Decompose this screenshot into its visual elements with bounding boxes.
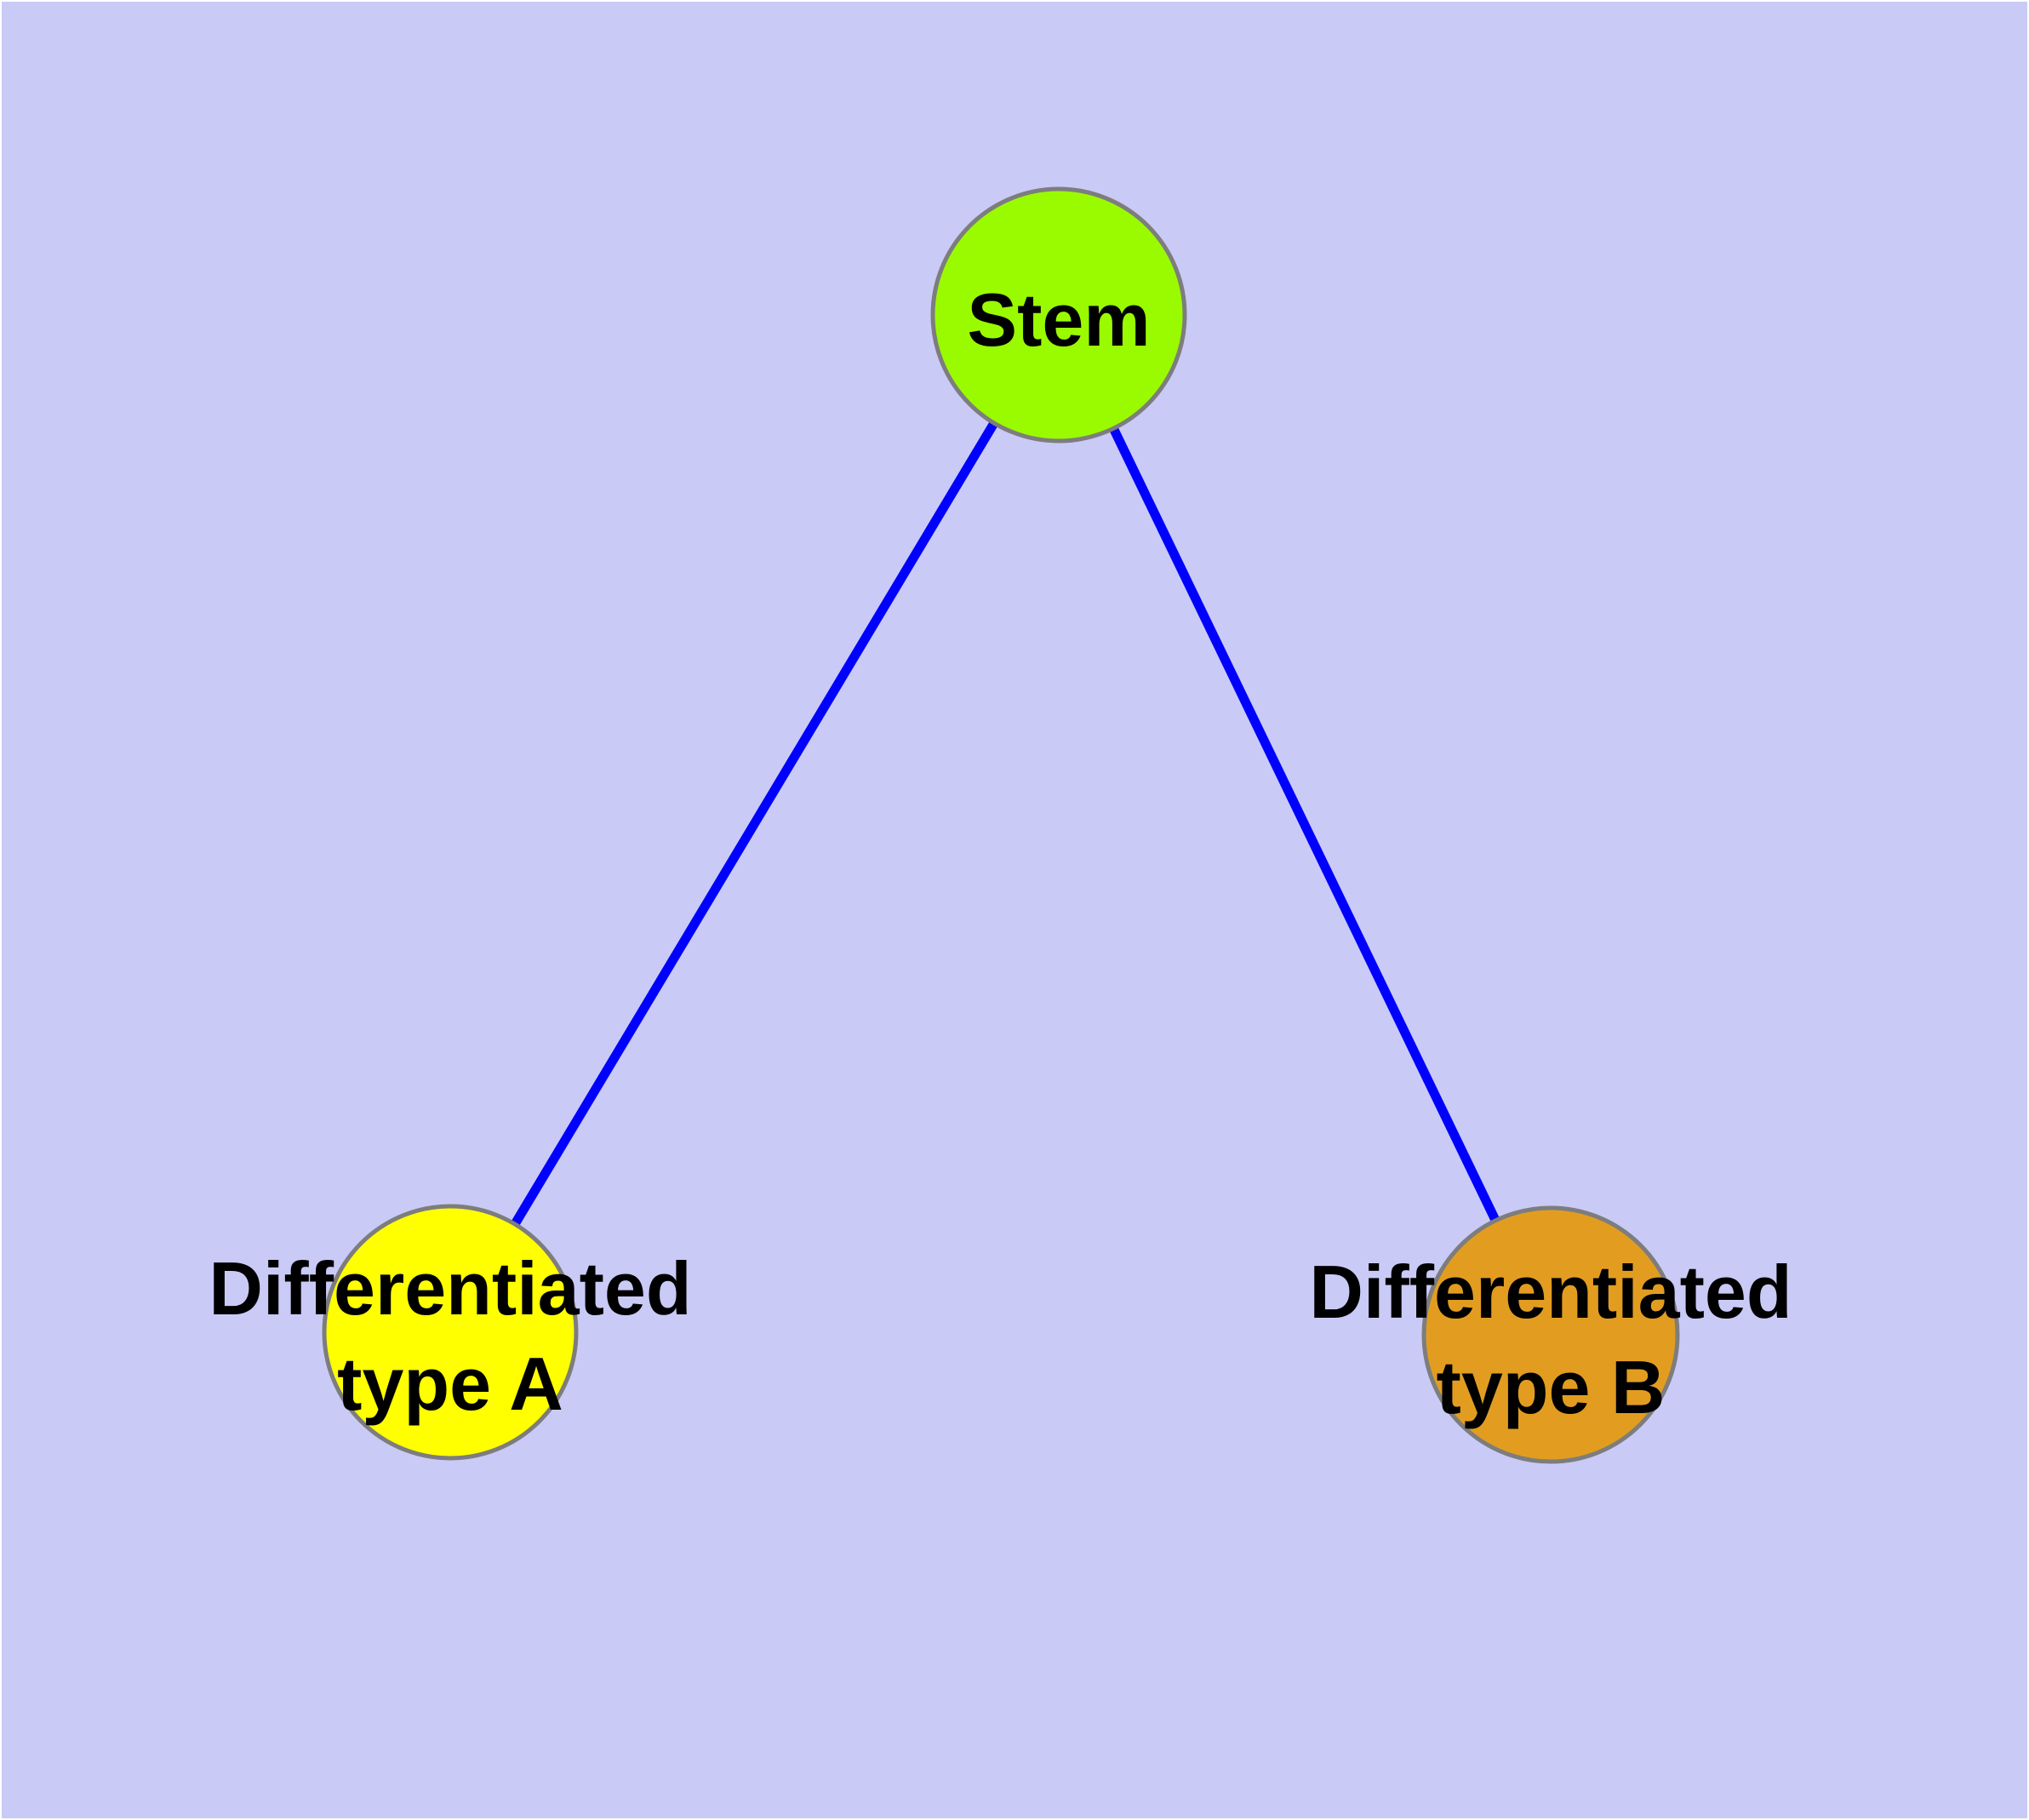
type-a-label-line-1: Differentiated [209,1246,692,1331]
stem-node [930,186,1187,444]
differentiated-type-a-node [322,1204,579,1461]
type-b-label-line-1: Differentiated [1309,1250,1792,1334]
edge-stem-to-type-a [446,312,1063,1335]
type-b-label-line-2: type B [1436,1345,1666,1429]
edge-stem-to-type-b [1055,312,1555,1337]
differentiated-type-b-node [1421,1205,1680,1464]
differentiated-type-b-node-label: Differentiated type B [1309,1245,1792,1435]
differentiated-type-a-node-label: Differentiated type A [209,1241,691,1432]
stem-node-label: Stem [967,278,1151,362]
type-a-label-line-2: type A [337,1342,563,1426]
